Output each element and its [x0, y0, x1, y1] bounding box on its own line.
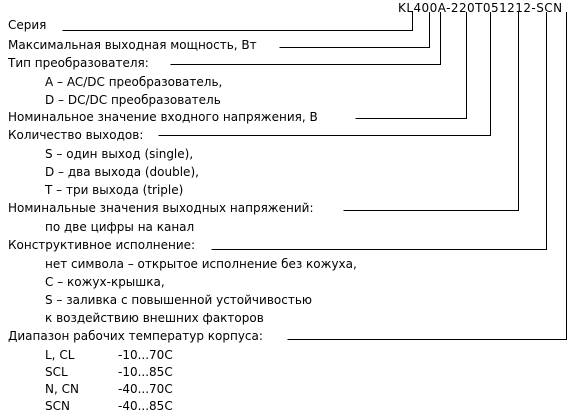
design-label: Конструктивное исполнение: [8, 238, 196, 252]
leader-power [279, 12, 430, 48]
temperature-range: -10...70C [118, 348, 173, 362]
outputs-option: T – три выхода (triple) [45, 183, 184, 197]
temperature-code: SCN [45, 399, 70, 413]
leader-converter-type [170, 12, 441, 65]
temperature-code: N, CN [45, 382, 79, 396]
temperature-code: L, CL [45, 348, 75, 362]
outputs-option: S – один выход (single), [45, 147, 194, 161]
leader-temperature [287, 12, 567, 340]
leader-outputs [158, 12, 491, 136]
design-option: нет символа – открытое исполнение без ко… [45, 257, 357, 271]
converter-type-option: A – AC/DC преобразователь, [45, 75, 223, 89]
leader-design [211, 12, 547, 250]
design-option: C – кожух-крышка, [45, 275, 165, 289]
temperature-range: -10...85C [118, 365, 173, 379]
converter-type-label: Тип преобразователя: [8, 56, 149, 70]
leader-input-voltage [355, 12, 467, 119]
output-voltages-label: Номинальные значения выходных напряжений… [8, 201, 314, 215]
temperature-code: SCL [45, 365, 68, 379]
temperature-label: Диапазон рабочих температур корпуса: [8, 329, 263, 343]
leader-output-voltages [343, 12, 519, 211]
outputs-label: Количество выходов: [8, 128, 144, 142]
power-label: Максимальная выходная мощность, Вт [8, 38, 257, 52]
part-number-code: KL400A-220T051212-SCN [398, 1, 563, 15]
leader-series [62, 12, 413, 31]
temperature-range: -40...70C [118, 382, 173, 396]
output-voltages-note: по две цифры на канал [45, 220, 195, 234]
series-label: Серия [8, 18, 47, 32]
design-option: S – заливка с повышенной устойчивостью [45, 293, 312, 307]
design-option: к воздействию внешних факторов [45, 311, 264, 325]
outputs-option: D – два выхода (double), [45, 165, 199, 179]
converter-type-option: D – DC/DC преобразователь [45, 93, 221, 107]
temperature-range: -40...85C [118, 399, 173, 413]
input-voltage-label: Номинальное значение входного напряжения… [8, 110, 318, 124]
